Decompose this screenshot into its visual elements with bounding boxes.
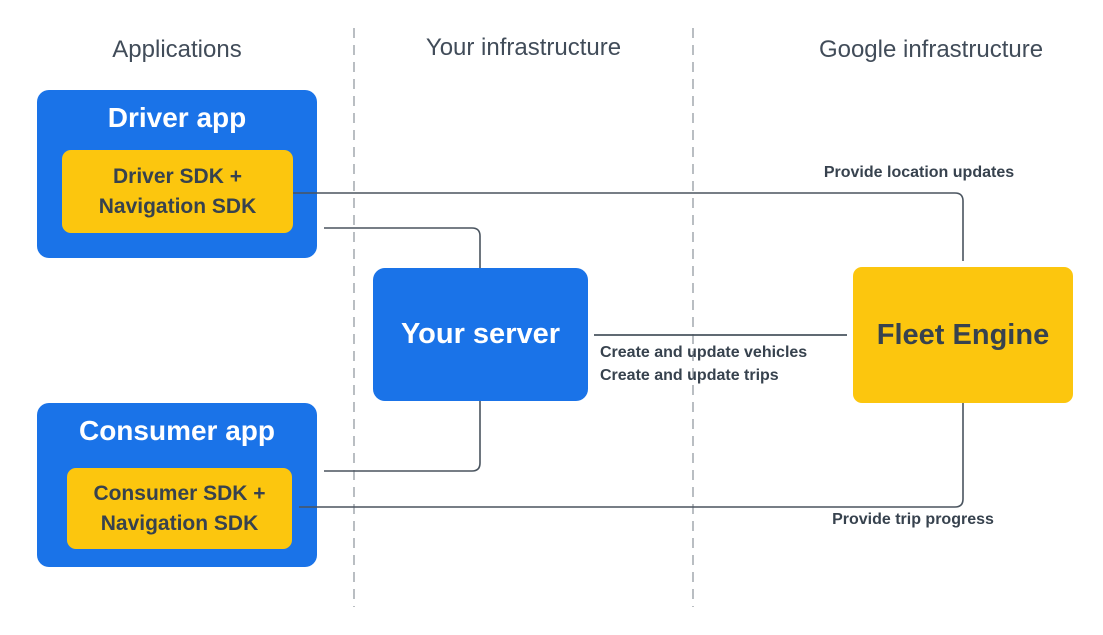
arrow-your-server-to-driver-app [324,227,481,268]
consumer-app-title: Consumer app [78,415,276,446]
arrow-driver-sdk-to-fleet-engine [293,192,964,261]
edge-label-provide-location-updates: Provide location updates [823,164,1015,181]
consumer-sdk-line1: Consumer SDK + [93,481,266,505]
edge-label-create-update-vehicles: Create and update vehicles [600,344,808,361]
your-server-node: Your server [373,268,588,401]
driver-app-title: Driver app [107,102,247,133]
consumer-sdk-line2: Navigation SDK [100,511,259,535]
column-header-your-infrastructure: Your infrastructure [425,34,622,61]
fleet-engine-node: Fleet Engine [853,267,1073,403]
consumer-sdk-node: Consumer SDK + Navigation SDK [67,468,292,549]
driver-sdk-line1: Driver SDK + [113,164,242,188]
driver-sdk-line2: Navigation SDK [98,194,257,218]
your-server-title: Your server [400,318,561,350]
edge-label-provide-trip-progress: Provide trip progress [832,511,994,528]
edge-label-create-update-trips: Create and update trips [600,367,779,384]
arrow-your-server-to-consumer-app [324,401,481,472]
driver-sdk-node: Driver SDK + Navigation SDK [62,150,293,233]
column-header-applications: Applications [112,36,242,63]
column-header-google-infrastructure: Google infrastructure [818,36,1044,63]
arrow-fleet-engine-to-consumer-sdk [299,403,964,508]
fleet-engine-title: Fleet Engine [876,318,1050,351]
